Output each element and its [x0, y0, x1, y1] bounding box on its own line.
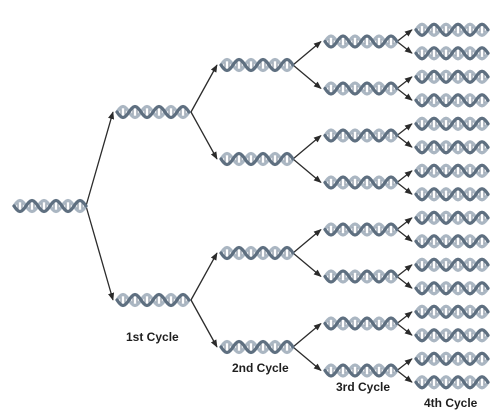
- arrow-icon: [396, 217, 413, 231]
- dna-double-helix-icon: [219, 339, 295, 355]
- arrow-icon: [292, 64, 322, 90]
- dna-double-helix-icon: [414, 116, 490, 131]
- arrow-icon: [292, 346, 322, 372]
- arrow-icon: [292, 40, 322, 66]
- arrow-icon: [190, 252, 218, 301]
- arrow-icon: [396, 369, 413, 383]
- dna-double-helix-icon: [414, 375, 490, 390]
- helices-layer: [12, 22, 490, 390]
- dna-double-helix-icon: [323, 175, 399, 190]
- arrow-icon: [396, 134, 413, 148]
- arrow-icon: [292, 252, 322, 278]
- dna-double-helix-icon: [414, 163, 490, 178]
- dna-double-helix-icon: [115, 104, 191, 120]
- arrow-icon: [396, 264, 413, 278]
- arrow-icon: [190, 64, 218, 113]
- dna-double-helix-icon: [323, 81, 399, 96]
- dna-double-helix-icon: [323, 269, 399, 284]
- dna-double-helix-icon: [12, 198, 88, 214]
- arrow-icon: [292, 158, 322, 184]
- arrow-icon: [85, 205, 115, 301]
- dna-double-helix-icon: [414, 328, 490, 343]
- dna-double-helix-icon: [219, 57, 295, 73]
- dna-double-helix-icon: [323, 363, 399, 378]
- arrow-icon: [292, 228, 322, 254]
- arrow-icon: [292, 134, 322, 160]
- arrow-icon: [396, 123, 413, 137]
- arrow-icon: [396, 275, 413, 289]
- arrow-icon: [85, 111, 115, 207]
- arrow-icon: [396, 87, 413, 101]
- dna-double-helix-icon: [323, 34, 399, 49]
- cycle-label-4: 4th Cycle: [424, 396, 478, 410]
- dna-double-helix-icon: [414, 351, 490, 366]
- dna-double-helix-icon: [414, 257, 490, 272]
- dna-double-helix-icon: [414, 281, 490, 296]
- dna-double-helix-icon: [414, 22, 490, 37]
- dna-double-helix-icon: [323, 222, 399, 237]
- arrow-icon: [396, 29, 413, 43]
- dna-double-helix-icon: [414, 187, 490, 202]
- arrow-icon: [396, 170, 413, 184]
- arrow-icon: [396, 40, 413, 54]
- arrow-icon: [396, 311, 413, 325]
- dna-double-helix-icon: [414, 210, 490, 225]
- dna-double-helix-icon: [219, 151, 295, 167]
- dna-double-helix-icon: [414, 304, 490, 319]
- arrow-icon: [190, 299, 218, 348]
- arrow-icon: [396, 181, 413, 195]
- cycle-label-3: 3rd Cycle: [336, 380, 391, 394]
- cycle-label-2: 2nd Cycle: [232, 361, 289, 375]
- dna-double-helix-icon: [414, 46, 490, 61]
- dna-double-helix-icon: [414, 93, 490, 108]
- arrow-icon: [396, 228, 413, 242]
- dna-double-helix-icon: [323, 128, 399, 143]
- dna-double-helix-icon: [414, 234, 490, 249]
- dna-double-helix-icon: [414, 69, 490, 84]
- arrow-icon: [396, 358, 413, 372]
- cycle-label-1: 1st Cycle: [126, 330, 179, 344]
- arrow-icon: [396, 76, 413, 90]
- arrow-icon: [292, 322, 322, 348]
- arrow-icon: [396, 322, 413, 336]
- arrow-icon: [190, 111, 218, 160]
- dna-double-helix-icon: [414, 140, 490, 155]
- dna-double-helix-icon: [323, 316, 399, 331]
- arrows-layer: [85, 29, 413, 383]
- dna-double-helix-icon: [115, 292, 191, 308]
- dna-double-helix-icon: [219, 245, 295, 261]
